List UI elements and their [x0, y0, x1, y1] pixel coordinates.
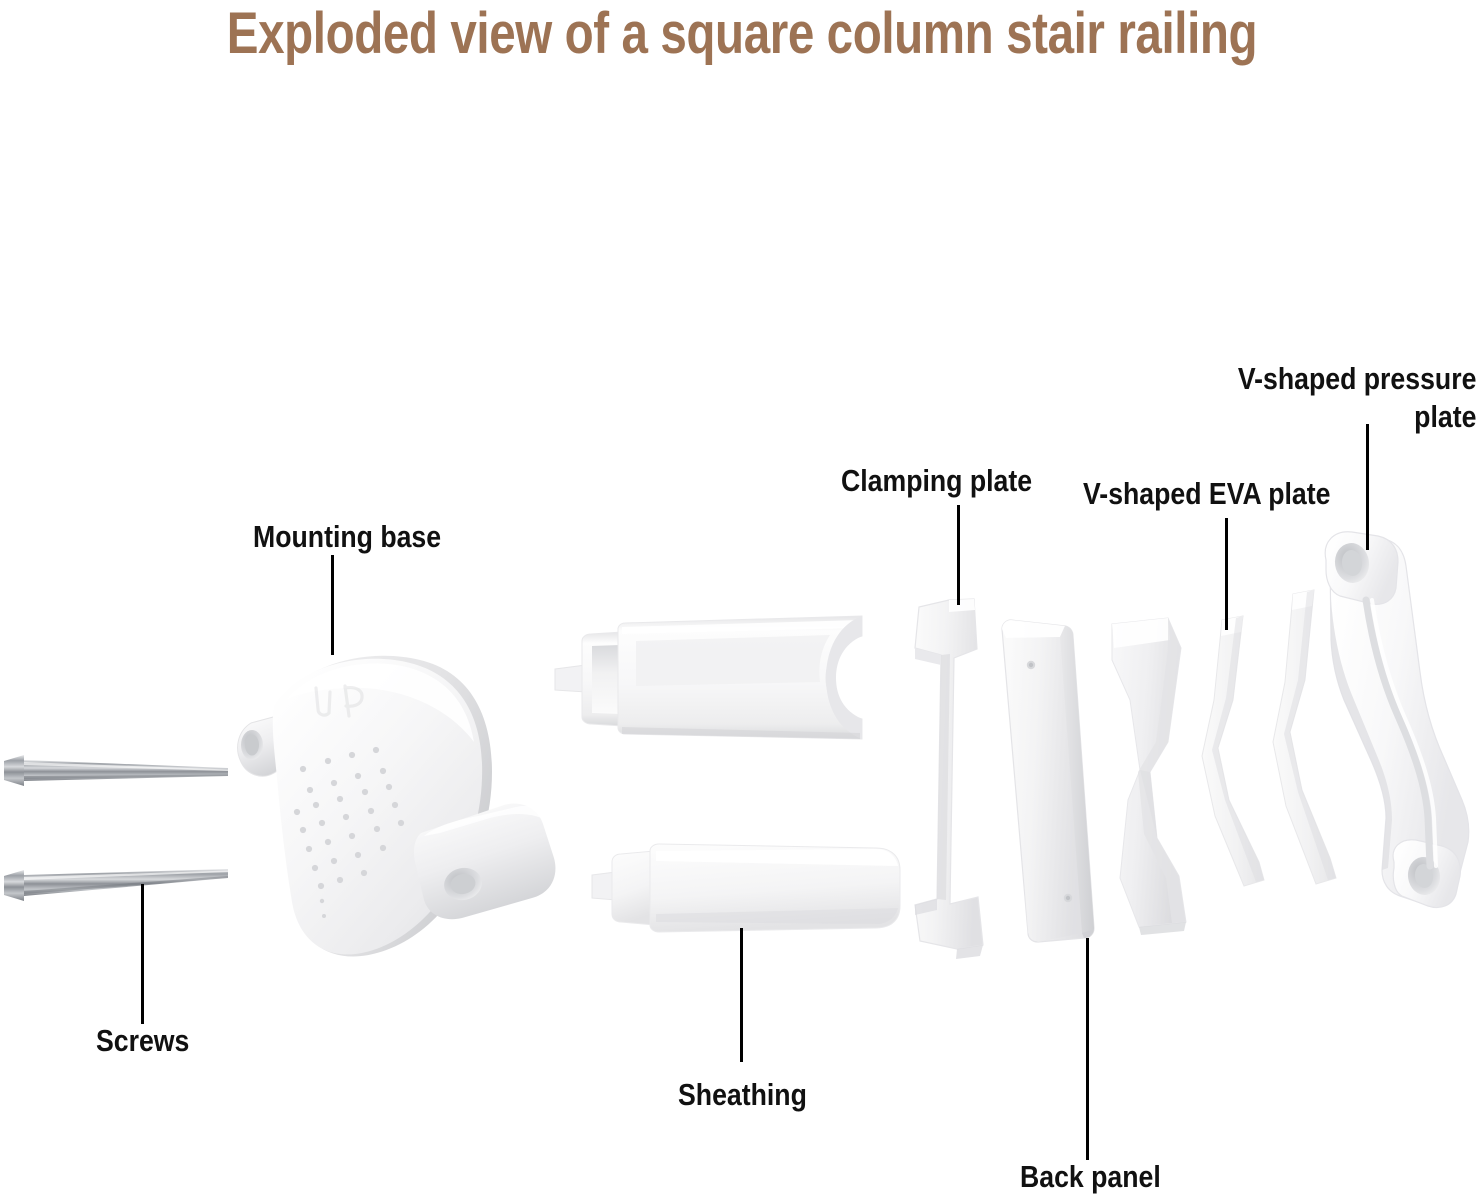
label-v-shaped-eva-plate: V-shaped EVA plate	[1083, 476, 1331, 511]
leader-back-panel	[1086, 938, 1089, 1160]
leader-mounting-base	[331, 555, 334, 655]
screw-upper	[4, 755, 228, 786]
screw-lower	[4, 869, 228, 901]
part-mounting-base	[237, 655, 556, 957]
part-v-shaped-eva-plate-2	[1272, 589, 1337, 885]
leader-screws	[141, 884, 144, 1024]
label-back-panel: Back panel	[1020, 1159, 1161, 1194]
label-clamping-plate: Clamping plate	[841, 463, 1033, 498]
part-back-panel	[1001, 619, 1095, 943]
part-sheathing-upper	[554, 615, 863, 740]
part-screws	[4, 755, 228, 901]
label-mounting-base: Mounting base	[253, 519, 442, 554]
leader-v-shaped-pressure	[1366, 424, 1369, 550]
part-v-shaped-eva-plate	[1201, 615, 1265, 887]
texture-dots	[293, 746, 405, 918]
part-clamping-plate	[914, 598, 984, 959]
leader-sheathing	[740, 928, 743, 1062]
leader-clamping-plate	[957, 505, 960, 605]
label-sheathing: Sheathing	[678, 1077, 807, 1112]
page-title: Exploded view of a square column stair r…	[226, 1, 1258, 66]
leader-v-shaped-eva	[1225, 518, 1228, 630]
part-v-shaped-wedge	[1111, 617, 1187, 935]
part-sheathing-lower	[591, 843, 901, 933]
label-screws: Screws	[96, 1023, 190, 1058]
part-v-shaped-pressure-plate	[1324, 531, 1470, 909]
label-v-shaped-pressure-plate: V-shaped pressure plate	[1237, 361, 1476, 434]
